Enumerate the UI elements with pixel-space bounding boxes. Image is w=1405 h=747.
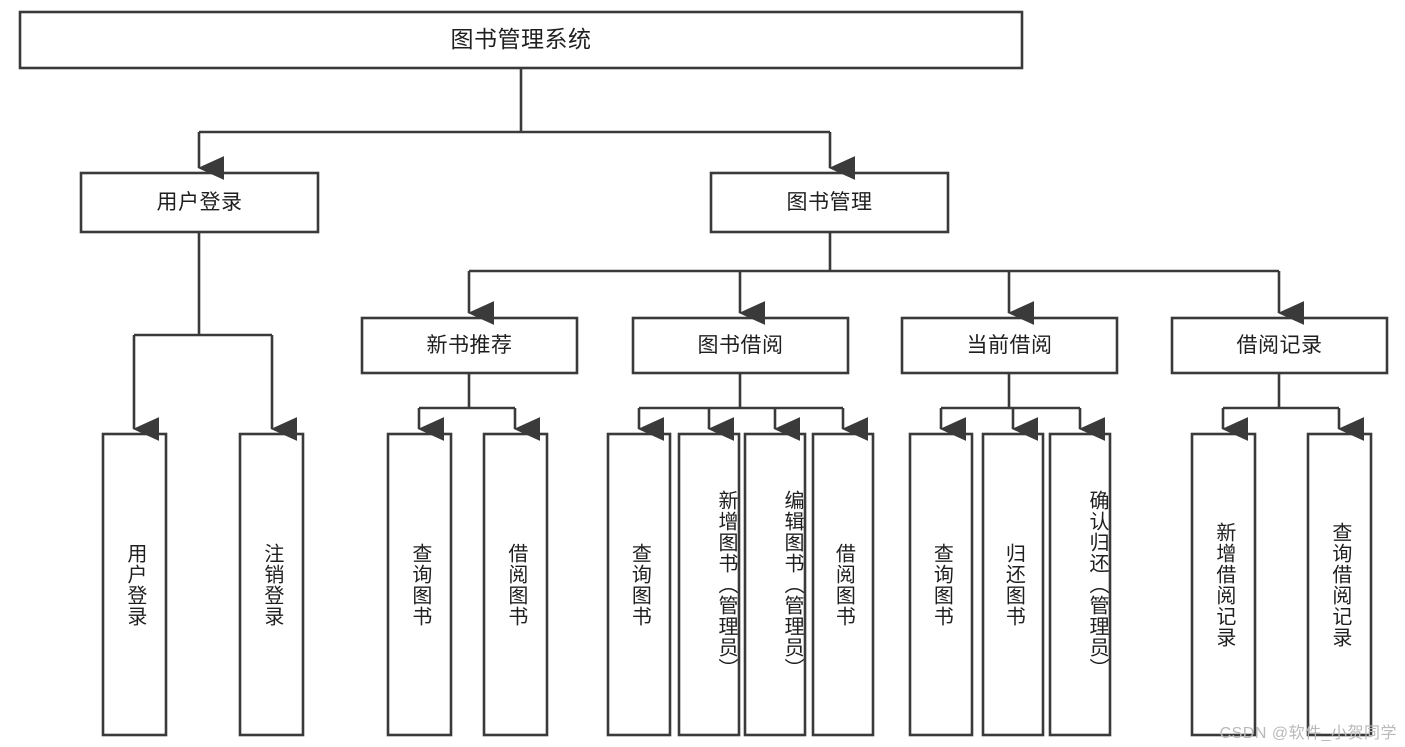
node-box-leaf-query-book-recommend[interactable]: [386, 432, 453, 737]
node-box-root[interactable]: [18, 10, 1024, 70]
node-box-user-login[interactable]: [79, 171, 320, 234]
node-box-leaf-logout[interactable]: [238, 432, 305, 737]
node-box-leaf-add-borrow-record[interactable]: [1190, 432, 1257, 737]
node-box-leaf-add-book[interactable]: [677, 432, 741, 737]
node-box-leaf-user-login[interactable]: [101, 432, 168, 737]
node-box-leaf-borrow-book-recommend[interactable]: [482, 432, 549, 737]
node-box-leaf-query-book-current[interactable]: [908, 432, 974, 737]
node-box-leaf-edit-book[interactable]: [743, 432, 807, 737]
node-box-new-book-recommend[interactable]: [360, 316, 579, 375]
node-box-leaf-confirm-return[interactable]: [1048, 432, 1112, 737]
node-box-book-borrow[interactable]: [631, 316, 850, 375]
node-box-book-management[interactable]: [709, 171, 950, 234]
node-box-current-borrow[interactable]: [900, 316, 1119, 375]
node-box-leaf-return-book[interactable]: [981, 432, 1045, 737]
node-box-leaf-borrow-book[interactable]: [811, 432, 875, 737]
node-box-leaf-query-borrow-record[interactable]: [1306, 432, 1373, 737]
node-box-leaf-query-book-borrow[interactable]: [606, 432, 672, 737]
node-box-borrow-record[interactable]: [1170, 316, 1389, 375]
